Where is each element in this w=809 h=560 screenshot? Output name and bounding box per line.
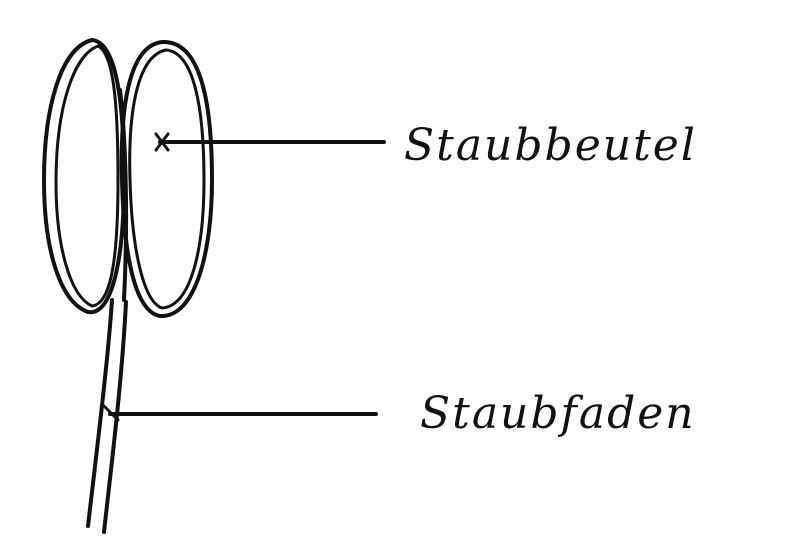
anther-label: Staubbeutel [404,120,697,171]
anther-right-lobe [119,39,214,319]
filament-label: Staubfaden [420,388,696,439]
anther-pointer-line [154,132,386,152]
filament-pointer-line [102,404,378,422]
connective [118,88,129,302]
anther-left-lobe [42,38,126,315]
